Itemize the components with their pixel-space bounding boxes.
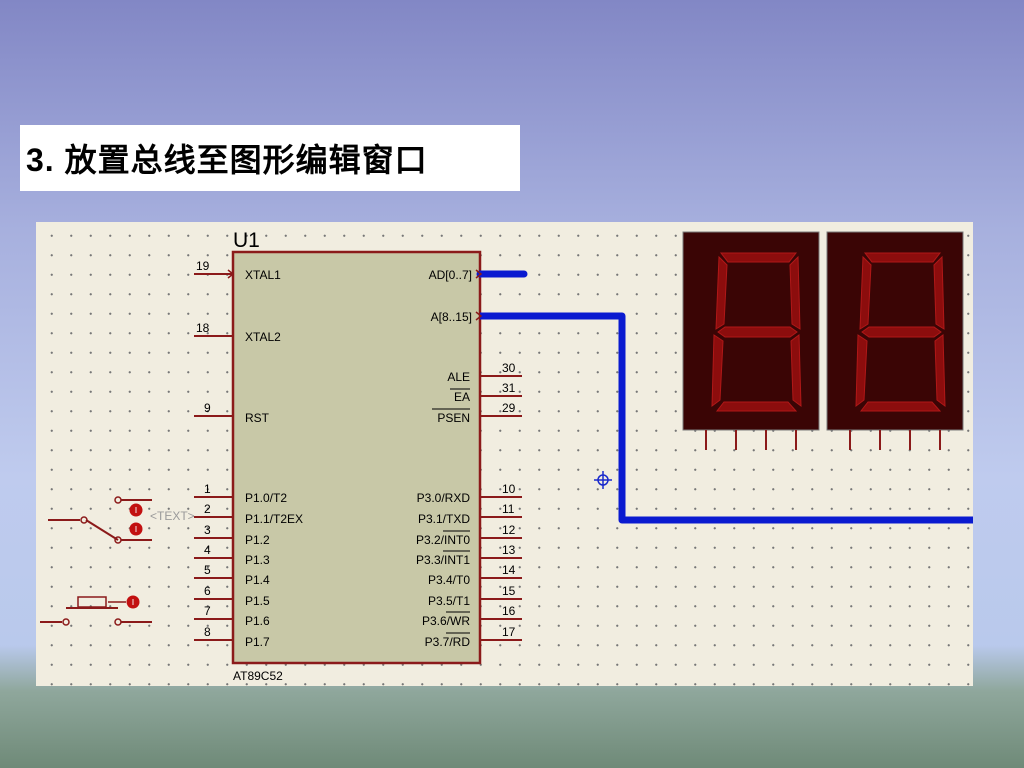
pin-number: 12 <box>502 523 516 537</box>
pin-p3-5[interactable]: 15 P3.5/T1 <box>428 584 522 608</box>
crosshair-cursor-icon <box>594 471 612 489</box>
pin-number: 8 <box>204 625 211 639</box>
bus-pin-ad0-7[interactable]: AD[0..7] <box>429 268 528 282</box>
pin-name: P3.7/RD <box>425 635 471 649</box>
pin-number: 30 <box>502 361 516 375</box>
pin-number: 1 <box>204 482 211 496</box>
pin-name: P1.4 <box>245 573 270 587</box>
pin-number: 6 <box>204 584 211 598</box>
pin-name: P3.0/RXD <box>417 491 471 505</box>
pin-number: 4 <box>204 543 211 557</box>
bus-name: AD[0..7] <box>429 268 472 282</box>
pin-p1-7[interactable]: 8 P1.7 <box>194 625 270 649</box>
pin-name: XTAL2 <box>245 330 281 344</box>
pin-p1-0[interactable]: 1 P1.0/T2 <box>194 482 287 505</box>
pin-number: 3 <box>204 523 211 537</box>
pin-number: 2 <box>204 502 211 516</box>
pin-p1-2[interactable]: 3 P1.2 <box>194 523 270 547</box>
chip-u1[interactable]: U1 AT89C52 <box>231 229 482 683</box>
slide-title-box: 3. 放置总线至图形编辑窗口 <box>20 125 520 191</box>
pin-rst[interactable]: 9 RST <box>194 401 270 425</box>
pin-name: P1.7 <box>245 635 270 649</box>
pin-number: 11 <box>502 502 515 516</box>
pin-ea[interactable]: 31 EA <box>450 381 522 404</box>
pin-psen[interactable]: 29 PSEN <box>432 401 522 425</box>
slide-title: 3. 放置总线至图形编辑窗口 <box>26 142 428 178</box>
pin-name: P3.4/T0 <box>428 573 470 587</box>
pin-p3-1[interactable]: 11 P3.1/TXD <box>418 502 522 526</box>
pin-number: 9 <box>204 401 211 415</box>
pin-xtal1[interactable]: 19 XTAL1 <box>194 259 281 282</box>
chip-ref-label: U1 <box>233 229 260 252</box>
digit-pins <box>849 430 941 450</box>
chip-body[interactable] <box>231 250 482 665</box>
pin-p1-5[interactable]: 6 P1.5 <box>194 584 270 608</box>
pin-number: 15 <box>502 584 516 598</box>
digit-segments <box>711 252 802 412</box>
text-placeholder: <TEXT> <box>150 509 195 523</box>
pin-number: 14 <box>502 563 516 577</box>
pin-number: 16 <box>502 604 516 618</box>
pin-name: RST <box>245 411 270 425</box>
pushbutton-component[interactable] <box>40 595 152 626</box>
bus-pin-a8-15[interactable]: A[8..15] <box>431 310 973 524</box>
pin-name: P1.0/T2 <box>245 491 287 505</box>
digit-pins <box>705 430 797 450</box>
pin-number: 13 <box>502 543 516 557</box>
right-pins: 30 ALE 31 EA 29 PSEN 10 P3.0/RXD 11 P3.1… <box>416 361 522 649</box>
pin-number: 10 <box>502 482 516 496</box>
pin-number: 19 <box>196 259 210 273</box>
pin-name: EA <box>454 390 470 404</box>
display-digit-2[interactable] <box>826 231 964 450</box>
pin-number: 7 <box>204 604 211 618</box>
pin-number: 17 <box>502 625 516 639</box>
pin-p1-1[interactable]: 2 P1.1/T2EX <box>194 502 303 526</box>
pin-name: P3.6/WR <box>422 614 470 628</box>
schematic-canvas[interactable]: U1 AT89C52 19 XTAL1 18 XTAL2 9 RST 1 P1.… <box>36 222 973 686</box>
pin-p3-7[interactable]: 17 P3.7/RD <box>425 625 522 649</box>
bus-name: A[8..15] <box>431 310 472 324</box>
pin-name: P1.5 <box>245 594 270 608</box>
pin-name: P3.1/TXD <box>418 512 470 526</box>
pin-xtal2[interactable]: 18 XTAL2 <box>194 321 281 344</box>
pin-p1-4[interactable]: 5 P1.4 <box>194 563 270 587</box>
pin-name: P1.2 <box>245 533 270 547</box>
pin-p3-4[interactable]: 14 P3.4/T0 <box>428 563 522 587</box>
pin-p3-6[interactable]: 16 P3.6/WR <box>422 604 522 628</box>
pin-number: 5 <box>204 563 211 577</box>
pin-name: XTAL1 <box>245 268 281 282</box>
pin-name: P3.5/T1 <box>428 594 470 608</box>
pin-p1-3[interactable]: 4 P1.3 <box>194 543 270 567</box>
pin-number: 31 <box>502 381 516 395</box>
switch-component[interactable]: <TEXT> <box>48 496 195 544</box>
bus-pins: AD[0..7] A[8..15] <box>429 268 973 524</box>
pin-name: P1.6 <box>245 614 270 628</box>
pin-p3-3[interactable]: 13 P3.3/INT1 <box>416 543 522 567</box>
pin-name: ALE <box>447 370 470 384</box>
pin-number: 29 <box>502 401 516 415</box>
pin-name: P3.2/INT0 <box>416 533 470 547</box>
pin-name: P1.3 <box>245 553 270 567</box>
pin-p1-6[interactable]: 7 P1.6 <box>194 604 270 628</box>
pin-number: 18 <box>196 321 210 335</box>
pin-name: P1.1/T2EX <box>245 512 303 526</box>
display-digit-1[interactable] <box>682 231 820 450</box>
pin-name: P3.3/INT1 <box>416 553 470 567</box>
pin-name: PSEN <box>437 411 470 425</box>
seven-segment-display[interactable] <box>682 231 964 450</box>
pin-p3-0[interactable]: 10 P3.0/RXD <box>417 482 522 505</box>
pin-ale[interactable]: 30 ALE <box>447 361 522 384</box>
pin-p3-2[interactable]: 12 P3.2/INT0 <box>416 523 522 547</box>
left-pins: 19 XTAL1 18 XTAL2 9 RST 1 P1.0/T2 2 P1.1… <box>194 259 303 649</box>
chip-part-label: AT89C52 <box>233 669 283 683</box>
digit-segments <box>855 252 946 412</box>
